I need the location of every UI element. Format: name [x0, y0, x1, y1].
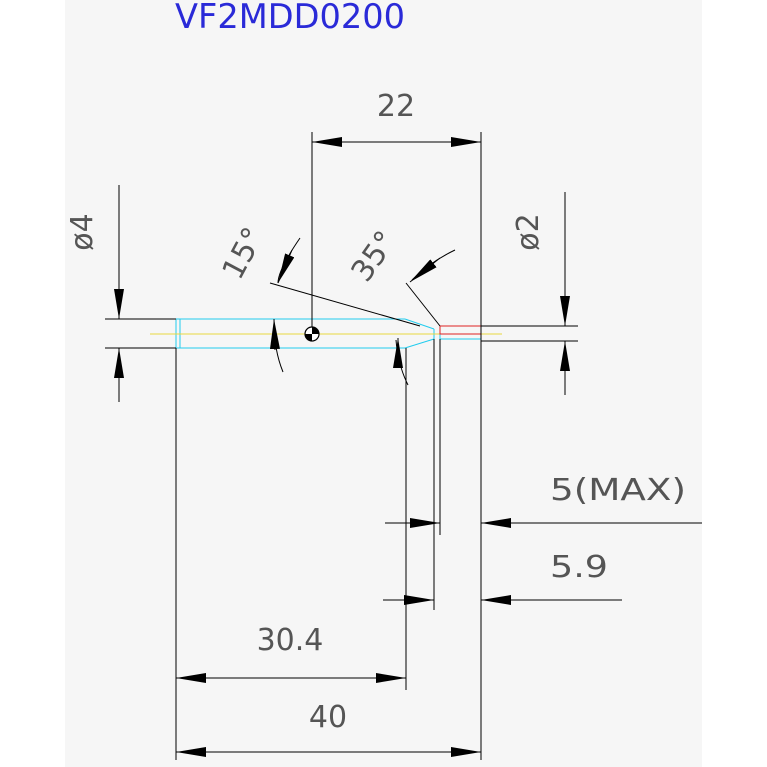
dim-label-40: 40	[309, 700, 347, 735]
dim-label-304: 30.4	[257, 623, 324, 658]
dim-label-59: 5.9	[550, 550, 608, 585]
tip-outline	[439, 325, 482, 335]
extension-lines	[105, 132, 578, 760]
dim-label-angle15: 15°	[216, 222, 272, 285]
dim-arrow-angle15-upper	[277, 249, 295, 284]
drawing-sheet	[65, 0, 702, 767]
dim-label-22: 22	[377, 89, 415, 124]
dim-arrow-angle15-lower	[269, 318, 280, 351]
dim-label-dia4: ø4	[65, 213, 100, 250]
dim-label-5max: 5(MAX)	[550, 473, 686, 508]
drawing-title: VF2MDD0200	[175, 0, 405, 37]
dim-label-dia2: ø2	[511, 213, 546, 250]
dim-angle-15-arcs	[273, 237, 301, 373]
reference-point-symbol	[304, 326, 320, 342]
dim-label-angle35: 35°	[345, 225, 404, 289]
dim-angle-35-arcs	[395, 249, 456, 386]
dim-arrow-angle35-upper	[409, 257, 441, 283]
